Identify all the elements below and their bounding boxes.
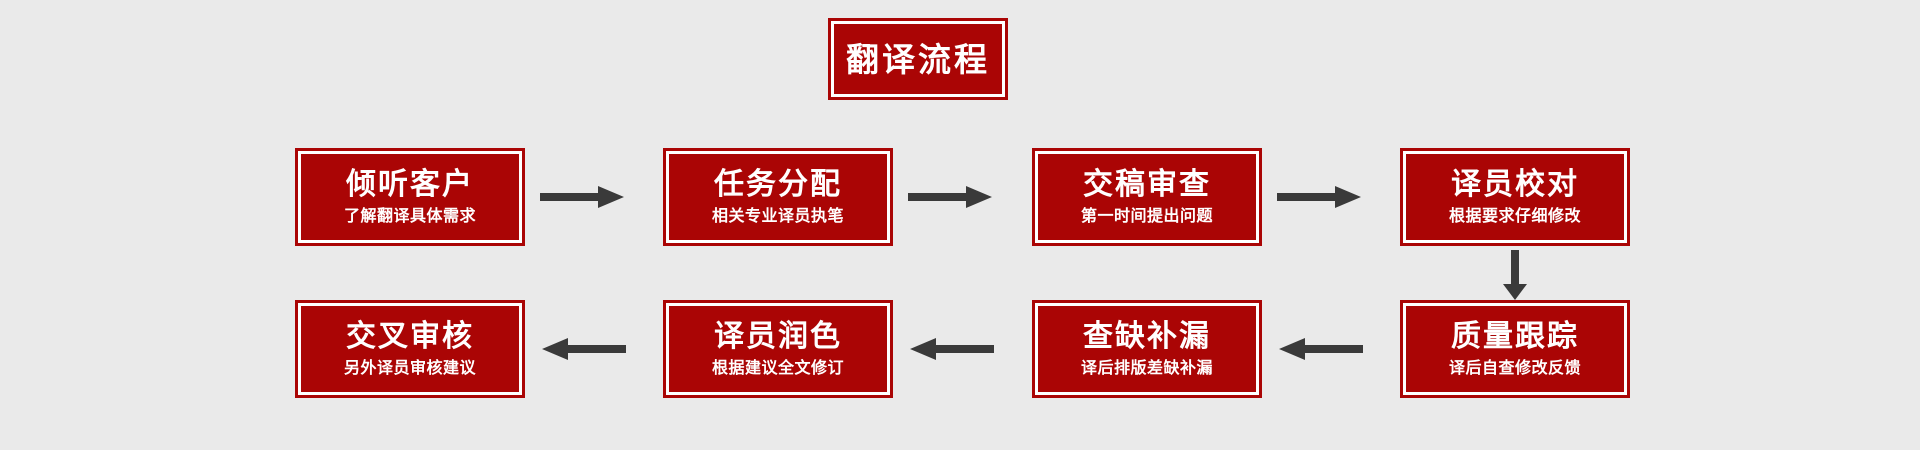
flow-node-inner: 译员校对 根据要求仔细修改 (1409, 157, 1621, 237)
flow-node-translator-polish: 译员润色 根据建议全文修订 (663, 300, 893, 398)
flow-node-subtitle: 相关专业译员执笔 (711, 207, 844, 225)
flow-node-subtitle: 根据要求仔细修改 (1448, 207, 1581, 225)
flow-node-task-assignment: 任务分配 相关专业译员执笔 (663, 148, 893, 246)
flow-node-inner: 交叉审核 另外译员审核建议 (304, 309, 516, 389)
arrow-down-icon (1503, 250, 1527, 300)
flow-node-title: 查缺补漏 (1083, 319, 1211, 353)
flow-node-title: 倾听客户 (346, 167, 474, 201)
flowchart-title-inner: 翻译流程 (837, 27, 999, 91)
flow-node-gap-check: 查缺补漏 译后排版差缺补漏 (1032, 300, 1262, 398)
flow-node-subtitle: 另外译员审核建议 (343, 359, 476, 377)
flow-node-title: 译员润色 (714, 319, 842, 353)
arrow-left-icon (910, 338, 994, 360)
flow-node-title: 译员校对 (1451, 167, 1579, 201)
flow-node-translator-proofread: 译员校对 根据要求仔细修改 (1400, 148, 1630, 246)
flow-node-subtitle: 译后排版差缺补漏 (1080, 359, 1213, 377)
flow-node-inner: 任务分配 相关专业译员执笔 (672, 157, 884, 237)
flowchart-title-box: 翻译流程 (828, 18, 1008, 100)
flow-node-submission-review: 交稿审查 第一时间提出问题 (1032, 148, 1262, 246)
flow-node-subtitle: 根据建议全文修订 (711, 359, 844, 377)
flow-node-subtitle: 了解翻译具体需求 (343, 207, 476, 225)
flow-node-title: 交稿审查 (1083, 167, 1211, 201)
flow-node-subtitle: 第一时间提出问题 (1080, 207, 1213, 225)
arrow-left-icon (542, 338, 626, 360)
flow-node-subtitle: 译后自查修改反馈 (1448, 359, 1581, 377)
flow-node-cross-review: 交叉审核 另外译员审核建议 (295, 300, 525, 398)
arrow-left-icon (1279, 338, 1363, 360)
flow-node-inner: 交稿审查 第一时间提出问题 (1041, 157, 1253, 237)
flow-node-inner: 倾听客户 了解翻译具体需求 (304, 157, 516, 237)
flow-node-title: 任务分配 (714, 167, 842, 201)
flow-node-inner: 质量跟踪 译后自查修改反馈 (1409, 309, 1621, 389)
flow-node-title: 交叉审核 (346, 319, 474, 353)
flow-node-inner: 译员润色 根据建议全文修订 (672, 309, 884, 389)
flow-node-inner: 查缺补漏 译后排版差缺补漏 (1041, 309, 1253, 389)
flowchart-title-label: 翻译流程 (846, 40, 990, 78)
flow-node-title: 质量跟踪 (1451, 319, 1579, 353)
flow-node-listen-client: 倾听客户 了解翻译具体需求 (295, 148, 525, 246)
arrow-right-icon (908, 186, 992, 208)
arrow-right-icon (1277, 186, 1361, 208)
flow-node-quality-tracking: 质量跟踪 译后自查修改反馈 (1400, 300, 1630, 398)
arrow-right-icon (540, 186, 624, 208)
